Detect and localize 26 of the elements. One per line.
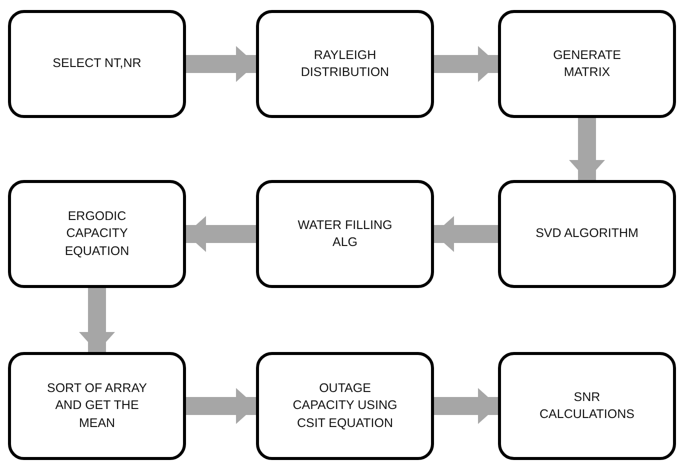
process-box bbox=[8, 10, 186, 118]
box-label: GENERATE MATRIX bbox=[552, 46, 622, 81]
box-label: SVD ALGORITHM bbox=[536, 225, 638, 242]
box-label: ERGODIC CAPACITY EQUATION bbox=[64, 208, 130, 260]
process-box bbox=[256, 10, 434, 118]
block-arrow bbox=[79, 288, 115, 352]
process-box bbox=[498, 10, 676, 118]
block-arrow bbox=[434, 216, 498, 252]
box-label: SORT OF ARRAY AND GET THE MEAN bbox=[46, 380, 148, 432]
box-label: RAYLEIGH DISTRIBUTION bbox=[300, 46, 390, 81]
process-box bbox=[8, 180, 186, 288]
process-box bbox=[256, 180, 434, 288]
process-box bbox=[8, 352, 186, 460]
process-box bbox=[256, 352, 434, 460]
box-label: OUTAGE CAPACITY USING CSIT EQUATION bbox=[292, 380, 398, 432]
block-arrow bbox=[434, 388, 498, 424]
block-arrow bbox=[186, 46, 256, 82]
box-label: SELECT NT,NR bbox=[52, 55, 142, 72]
block-arrow bbox=[186, 216, 256, 252]
box-label: SNR CALCULATIONS bbox=[538, 388, 636, 423]
process-box bbox=[498, 352, 676, 460]
block-arrow bbox=[434, 46, 498, 82]
block-arrow bbox=[569, 118, 605, 180]
process-box bbox=[498, 180, 676, 288]
box-label: WATER FILLING ALG bbox=[296, 216, 394, 251]
block-arrow bbox=[186, 388, 256, 424]
